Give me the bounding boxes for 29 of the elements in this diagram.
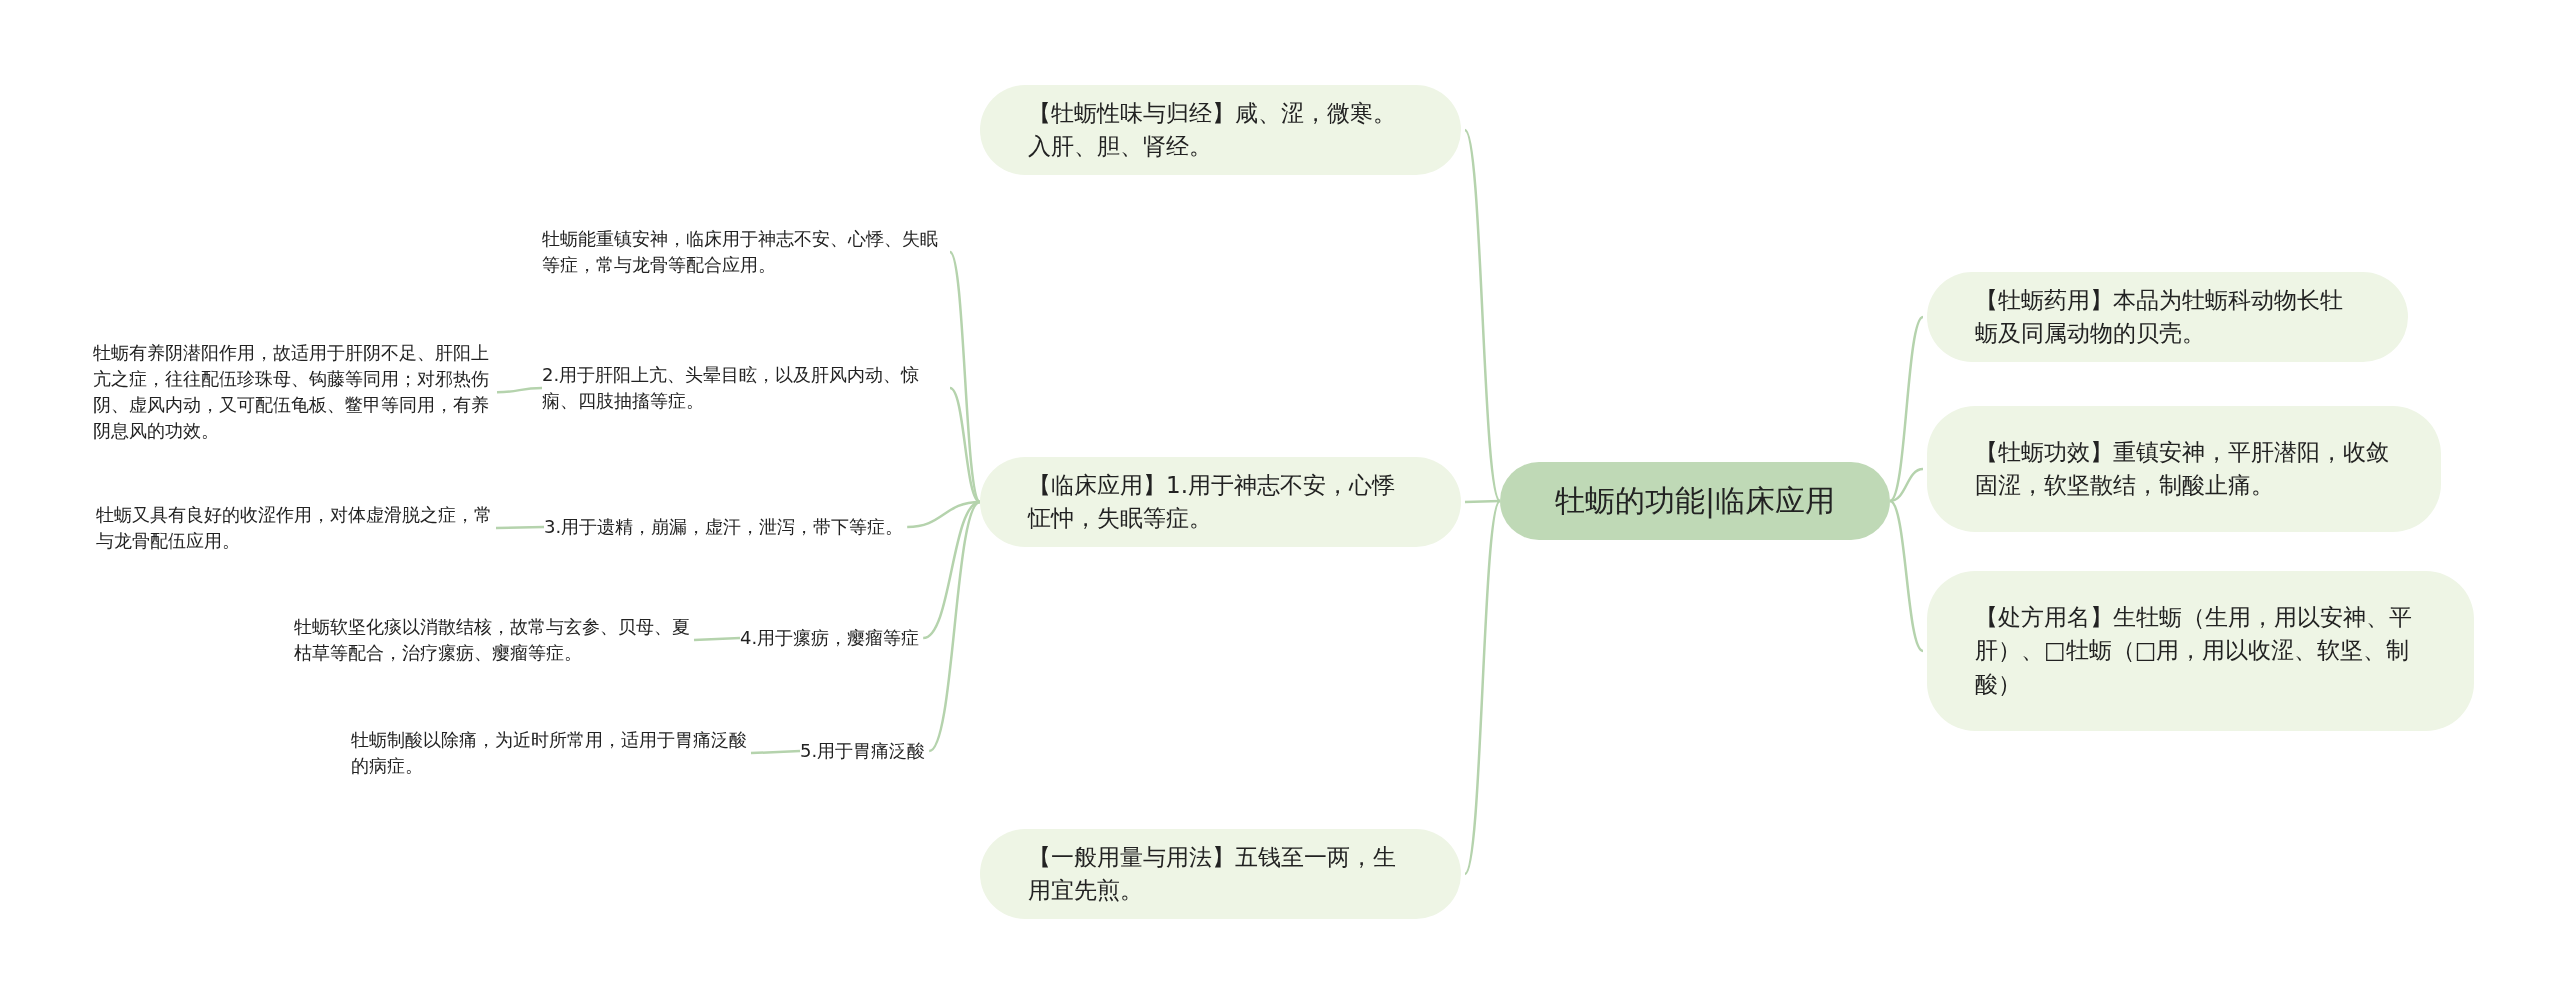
topic-text: 3.用于遗精，崩漏，虚汗，泄泻，带下等症。 xyxy=(544,514,904,541)
branch-line xyxy=(1889,316,1924,502)
topic-text: 牡蛎制酸以除痛，为近时所常用，适用于胃痛泛酸的病症。 xyxy=(351,727,747,780)
topic-text: 牡蛎软坚化痰以消散结核，故常与玄参、贝母、夏枯草等配合，治疗瘰疬、瘿瘤等症。 xyxy=(294,614,690,667)
branch-box: 【牡蛎药用】本品为牡蛎科动物长牡蛎及同属动物的贝壳。 xyxy=(1927,272,2408,362)
branch-line xyxy=(922,500,981,640)
branch-line xyxy=(750,749,801,755)
branch-line xyxy=(1464,499,1501,504)
branch-line xyxy=(948,251,982,503)
topic-text: 牡蛎有养阴潜阳作用，故适用于肝阴不足、肝阳上亢之症，往往配伍珍珠母、钩藤等同用；对邪热伤阴、虚风内动，又可配伍龟板、鳖甲等同用，有养阴息风的功效。 xyxy=(93,340,493,445)
topic-text: 牡蛎又具有良好的收涩作用，对体虚滑脱之症，常与龙骨配伍应用。 xyxy=(96,502,492,555)
branch-box: 【牡蛎性味与归经】咸、涩，微寒。入肝、胆、肾经。 xyxy=(980,85,1461,175)
branch-line xyxy=(928,501,981,752)
branch-line xyxy=(495,525,545,530)
branch-line xyxy=(1463,129,1502,502)
branch-line xyxy=(1463,500,1502,875)
topic-box: 牡蛎的功能|临床应用 xyxy=(1500,462,1890,540)
branch-box: 【处方用名】生牡蛎（生用，用以安神、平肝）、□牡蛎（□用，用以收涩、软坚、制酸） xyxy=(1927,571,2474,731)
topic-text: 牡蛎能重镇安神，临床用于神志不安、心悸、失眠等症，常与龙骨等配合应用。 xyxy=(542,226,946,279)
branch-line xyxy=(693,636,741,642)
branch-box: 【牡蛎功效】重镇安神，平肝潜阳，收敛固涩，软坚散结，制酸止痛。 xyxy=(1927,406,2441,532)
branch-line xyxy=(1889,500,1924,652)
branch-line xyxy=(496,386,543,394)
topic-text: 2.用于肝阳上亢、头晕目眩，以及肝风内动、惊痫、四肢抽搐等症。 xyxy=(542,362,946,415)
topic-text: 4.用于瘰疬，瘿瘤等症 xyxy=(740,625,920,652)
topic-text: 5.用于胃痛泛酸 xyxy=(800,738,926,765)
branch-box: 【一般用量与用法】五钱至一两，生用宜先煎。 xyxy=(980,829,1461,919)
branch-box: 【临床应用】1.用于神志不安，心悸怔忡，失眠等症。 xyxy=(980,457,1461,547)
branch-line xyxy=(1889,467,1924,503)
